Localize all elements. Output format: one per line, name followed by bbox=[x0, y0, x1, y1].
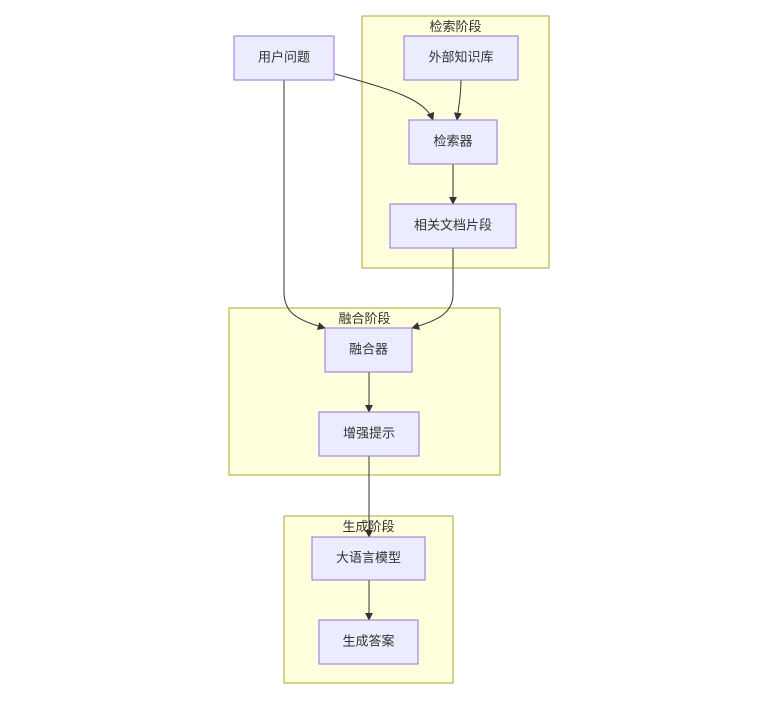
node-relevant-chunks-box[interactable] bbox=[389, 203, 517, 249]
node-user-question[interactable]: 用户问题 bbox=[233, 35, 335, 81]
node-fuser-label: 融合器 bbox=[349, 343, 388, 358]
node-external-kb-box[interactable] bbox=[403, 35, 519, 81]
node-retriever[interactable]: 检索器 bbox=[408, 119, 498, 165]
node-augmented-prompt-label: 增强提示 bbox=[343, 426, 395, 442]
edge-external-kb-to-retriever bbox=[453, 79, 462, 121]
node-augmented-prompt-box[interactable] bbox=[318, 411, 420, 457]
edges bbox=[283, 73, 462, 621]
node-user-question-label: 用户问题 bbox=[258, 50, 310, 66]
node-answer[interactable]: 生成答案 bbox=[318, 619, 419, 665]
node-augmented-prompt[interactable]: 增强提示 bbox=[318, 411, 420, 457]
node-retriever-box[interactable] bbox=[408, 119, 498, 165]
node-fuser-box[interactable] bbox=[324, 327, 413, 373]
node-external-kb[interactable]: 外部知识库 bbox=[403, 35, 519, 81]
node-relevant-chunks[interactable]: 相关文档片段 bbox=[389, 203, 517, 249]
node-answer-label: 生成答案 bbox=[342, 634, 394, 650]
cluster-retrieval-label: 检索阶段 bbox=[429, 20, 481, 35]
node-llm-label: 大语言模型 bbox=[336, 551, 401, 566]
node-llm-box[interactable] bbox=[311, 536, 426, 581]
edge-user-question-to-fuser bbox=[283, 80, 326, 330]
node-external-kb-label: 外部知识库 bbox=[428, 50, 493, 66]
edge-user-question-to-retriever bbox=[334, 73, 435, 121]
edge-relevant-chunks-to-fuser bbox=[411, 248, 454, 330]
node-user-question-box[interactable] bbox=[233, 35, 335, 81]
node-llm[interactable]: 大语言模型 bbox=[311, 536, 426, 581]
cluster-fusion-label: 融合阶段 bbox=[338, 312, 390, 327]
node-answer-box[interactable] bbox=[318, 619, 419, 665]
node-relevant-chunks-label: 相关文档片段 bbox=[414, 219, 492, 234]
node-fuser[interactable]: 融合器 bbox=[324, 327, 413, 373]
node-retriever-label: 检索器 bbox=[433, 135, 472, 150]
